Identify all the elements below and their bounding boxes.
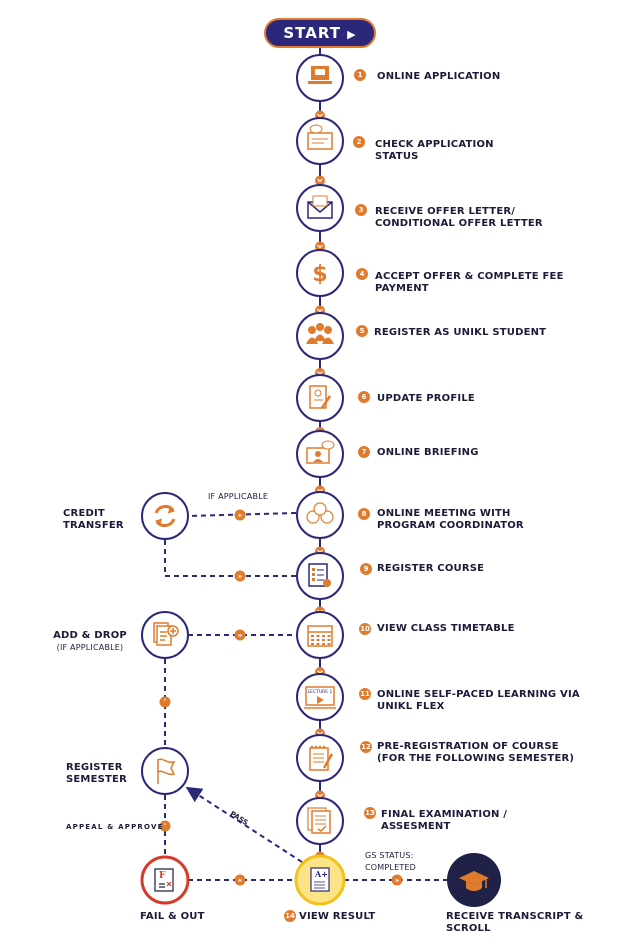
svg-text:A+: A+ [314,869,328,879]
main-nodes: $ LECTURE 1 A+ [294,54,346,906]
side-node-register-semester[interactable] [141,747,189,795]
step-node-13[interactable] [296,797,344,845]
meeting-icon [306,502,334,524]
step-number-6: 6 [358,391,370,403]
step-number-2: 2 [353,136,365,148]
svg-text:»: » [395,877,400,885]
graduation-cap-icon [459,871,489,891]
step-number-13: 13 [364,807,376,819]
step-number-3: 3 [355,204,367,216]
step-label-12: PRE-REGISTRATION OF COURSE(FOR THE FOLLO… [377,741,575,764]
svg-text:˄: ˄ [163,823,167,831]
step-number-12: 12 [360,741,372,753]
side-node-add-drop[interactable] [141,611,189,659]
start-label: START [283,24,341,42]
svg-text:LECTURE 1: LECTURE 1 [308,689,333,695]
side-node-fail-out[interactable]: F [140,855,190,905]
lecture-video-icon: LECTURE 1 [304,686,336,709]
step-node-6[interactable] [296,374,344,422]
flag-icon [157,758,176,784]
step-label-1: ONLINE APPLICATION [377,71,501,82]
step-label-3: RECEIVE OFFER LETTER/CONDITIONAL OFFER L… [375,206,543,229]
step-label-7: ONLINE BRIEFING [377,447,479,458]
start-button[interactable]: START ▶ [264,18,376,48]
play-triangle-icon: ▶ [347,28,357,41]
refresh-arrows-icon [154,505,176,527]
exam-paper-icon [307,807,331,834]
fail-out-label: FAIL & OUT [140,911,205,922]
step-node-2[interactable] [296,117,344,165]
step-node-4[interactable]: $ [296,249,344,297]
svg-text:»: » [238,573,243,581]
svg-text:˄: ˄ [163,699,167,707]
spine-connector-marker [315,175,325,186]
step-label-5: REGISTER AS UNIKL STUDENT [374,327,547,338]
students-icon [306,323,334,344]
step-node-9[interactable] [296,552,344,600]
step-node-14[interactable]: A+ [294,854,346,906]
step-number-5: 5 [356,325,368,337]
if-applicable-note: IF APPLICABLE [208,492,269,501]
register-course-icon [308,563,331,587]
step-number-7: 7 [358,446,370,458]
svg-text:F: F [159,871,166,881]
gs-status-note: GS STATUS:COMPLETED [365,851,417,872]
step-label-10: VIEW CLASS TIMETABLE [377,623,515,634]
step-node-1[interactable] [296,54,344,102]
fail-paper-icon: F [154,868,174,892]
status-screen-icon [307,124,333,150]
profile-edit-icon [309,385,332,409]
step-label-9: REGISTER COURSE [377,563,485,574]
add-drop-label: ADD & DROP(IF APPLICABLE) [53,630,127,652]
step-number-11: 11 [359,688,371,700]
svg-text:»: » [238,632,243,640]
notepad-icon [309,745,334,771]
step-node-5[interactable] [296,312,344,360]
step-node-11[interactable]: LECTURE 1 [296,673,344,721]
step-number-10: 10 [359,623,371,635]
step-number-14: 14 [284,910,296,922]
calendar-icon [307,625,333,647]
step-number-1: 1 [354,69,366,81]
step-node-10[interactable] [296,611,344,659]
svg-text:«: « [238,512,243,520]
step-node-3[interactable] [296,184,344,232]
dollar-icon: $ [312,262,327,287]
step-label-6: UPDATE PROFILE [377,393,475,404]
appeal-approve-note: APPEAL & APPROVE [66,823,164,831]
step-node-12[interactable] [296,734,344,782]
step-label-13: FINAL EXAMINATION /ASSESMENT [381,809,508,832]
side-markers: « » » ˄ ˄ « » [159,509,403,886]
step-number-9: 9 [360,563,372,575]
step-label-14: VIEW RESULT [299,911,376,922]
svg-text:$: $ [312,262,327,287]
step-node-7[interactable] [296,430,344,478]
side-node-credit-transfer[interactable] [141,492,189,540]
step-number-8: 8 [358,508,370,520]
result-paper-icon: A+ [310,867,330,892]
laptop-icon [308,66,332,84]
step-node-8[interactable] [296,491,344,539]
envelope-icon [307,195,333,219]
spine-connector-marker [315,241,325,252]
svg-text:«: « [238,877,243,885]
step-number-4: 4 [356,268,368,280]
add-document-icon [153,622,179,646]
receive-transcript-label: RECEIVE TRANSCRIPT &SCROLL [446,911,584,934]
video-briefing-icon [306,440,335,464]
side-node-receive-transcript[interactable] [447,853,501,907]
